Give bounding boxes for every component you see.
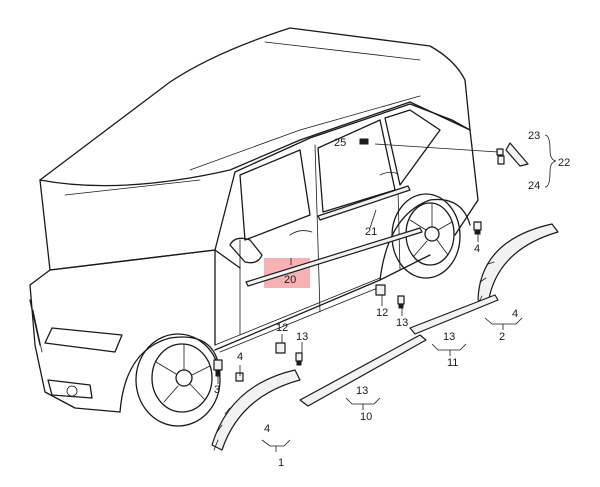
label-24: 24 — [528, 180, 540, 192]
label-13-front: 13 — [296, 331, 308, 343]
sill-trim-front — [299, 334, 427, 407]
label-4-front-arch: 4 — [264, 423, 270, 435]
front-wheel — [135, 333, 221, 427]
label-11: 11 — [447, 357, 458, 369]
clip-12-front — [275, 342, 286, 354]
label-25: 25 — [334, 137, 346, 149]
label-1: 1 — [278, 457, 284, 469]
label-13-sill-front: 13 — [356, 385, 368, 397]
label-21: 21 — [365, 226, 377, 238]
label-2: 2 — [499, 331, 505, 343]
car-body — [29, 27, 479, 413]
part-labels: 1 2 3 4 4 4 4 10 11 12 12 13 13 13 13 20… — [214, 130, 570, 469]
label-4-front-clip: 4 — [237, 351, 243, 363]
label-4-rear-arch: 4 — [512, 308, 518, 320]
screw-25 — [359, 138, 369, 145]
emblem-22 — [496, 142, 529, 167]
label-3: 3 — [214, 384, 220, 396]
clip-13-rear — [397, 295, 405, 309]
clip-4-rear — [473, 221, 482, 235]
clip-3 — [213, 359, 223, 377]
label-10: 10 — [360, 411, 372, 423]
label-12-rear: 12 — [376, 307, 388, 319]
label-12-front: 12 — [276, 322, 288, 334]
label-13-rear: 13 — [396, 317, 408, 329]
label-4-rear-clip: 4 — [474, 243, 480, 255]
label-22: 22 — [558, 157, 570, 169]
clip-4-front — [235, 372, 244, 382]
leader-lines — [217, 134, 557, 452]
clip-13-front — [295, 352, 303, 366]
fasteners — [213, 138, 529, 382]
sill-trim-rear — [409, 294, 499, 335]
front-wheel-arch-trim — [211, 369, 301, 451]
clip-12-rear — [375, 284, 386, 296]
label-13-sill-rear: 13 — [443, 331, 455, 343]
rear-wheel-arch-trim — [477, 223, 559, 305]
rear-wheel — [391, 193, 461, 279]
label-20: 20 — [284, 274, 296, 286]
door-moulding — [245, 185, 423, 288]
label-23: 23 — [528, 130, 540, 142]
